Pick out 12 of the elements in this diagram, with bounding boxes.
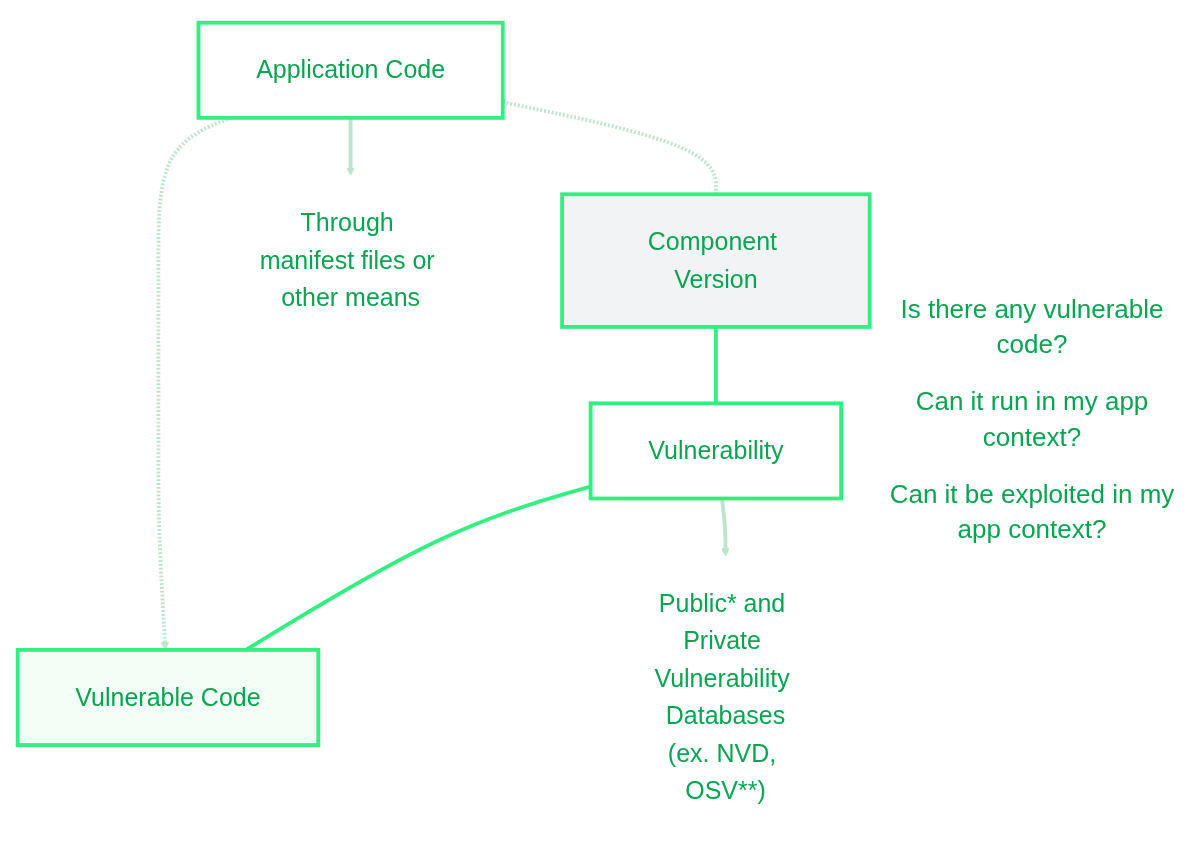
- question-note: Can it be exploited in my app context?: [888, 477, 1176, 546]
- node-text: Public* and Private Vulnerability Databases (ex. NVD, OSV**): [654, 588, 790, 805]
- connector: [714, 326, 718, 404]
- question-note: Can it run in my app context?: [914, 385, 1150, 454]
- node-box: Application Code: [196, 20, 505, 120]
- node-box: Vulnerable Code: [15, 647, 321, 747]
- question-note: Is there any vulnerable code?: [899, 293, 1165, 362]
- arrow: [346, 117, 355, 176]
- node-box: Component Version: [560, 192, 872, 329]
- node-box: Vulnerability: [588, 401, 844, 501]
- node-text: Through manifest files or other means: [259, 207, 435, 312]
- arrow: [720, 498, 730, 557]
